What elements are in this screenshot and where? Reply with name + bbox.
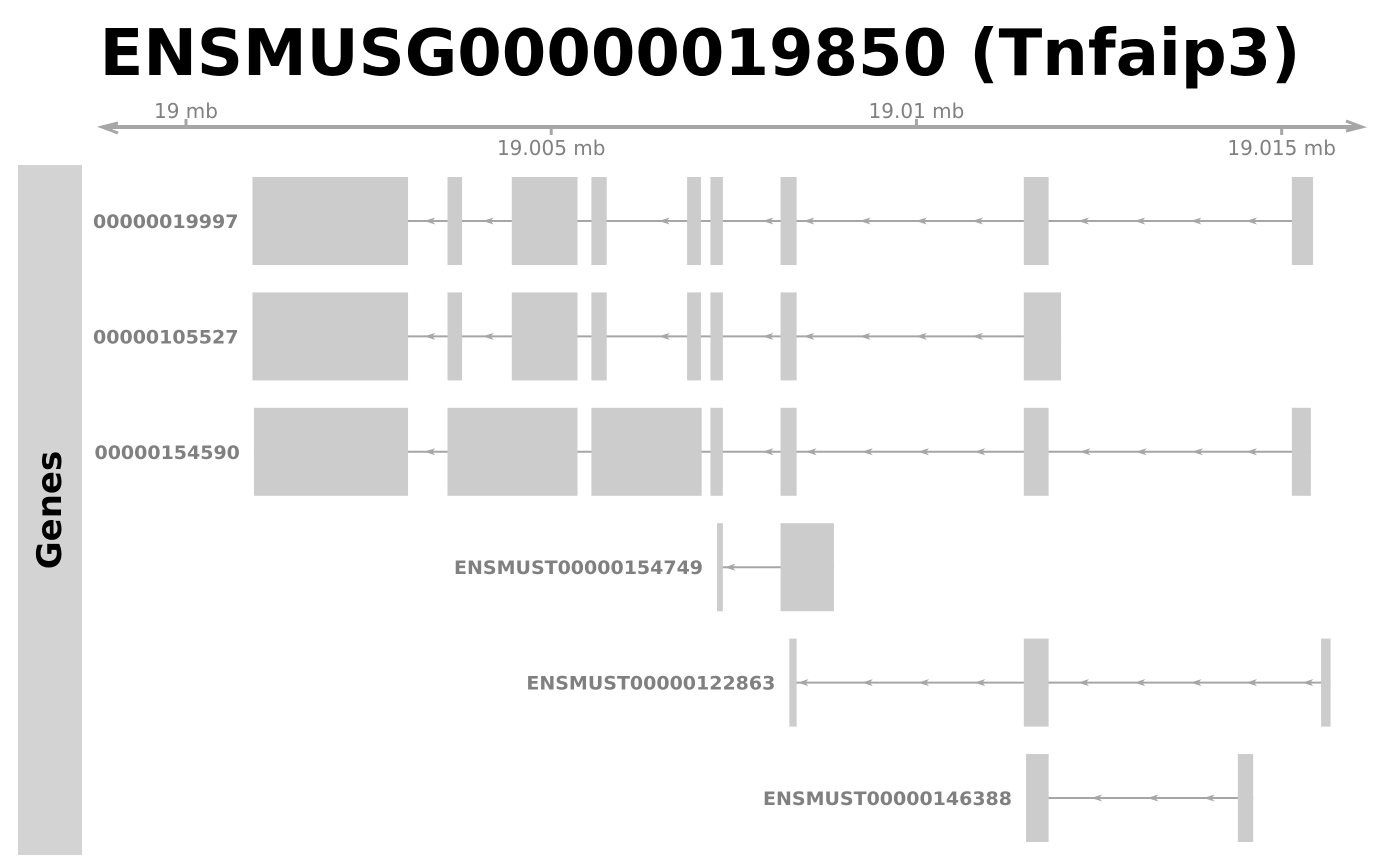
- strand-arrow-icon: [424, 332, 436, 340]
- strand-arrow-icon: [1191, 448, 1203, 456]
- strand-arrow-icon: [1135, 448, 1147, 456]
- strand-arrow-icon: [805, 448, 817, 456]
- exon: [710, 292, 723, 381]
- strand-arrow-icon: [797, 679, 809, 687]
- strand-arrow-icon: [482, 217, 494, 225]
- track-label-panel: Genes: [18, 165, 82, 855]
- strand-arrow-icon: [974, 448, 986, 456]
- exon: [591, 292, 607, 381]
- exon: [687, 177, 701, 265]
- strand-arrow-icon: [424, 448, 436, 456]
- transcript-label: ENSMUST00000122863: [526, 673, 775, 695]
- strand-arrow-icon: [861, 679, 873, 687]
- strand-arrow-icon: [1190, 217, 1202, 225]
- exon: [717, 523, 723, 612]
- transcript-track: 00000019997 00000105527 00000154590ENSMUST…: [93, 177, 1331, 842]
- genome-axis: 19 mb 19.005 mb 19.01 mb 19.015 mb: [96, 99, 1368, 160]
- transcript-label: ENSMUST00000146388: [763, 788, 1012, 810]
- strand-arrow-icon: [915, 332, 927, 340]
- axis-arrow-right-icon: [1345, 119, 1368, 133]
- transcript-row: ENSMUST00000154749: [454, 523, 834, 612]
- exon: [1237, 754, 1254, 842]
- strand-arrow-icon: [918, 679, 930, 687]
- axis-tick-label: 19.01 mb: [869, 99, 965, 123]
- strand-arrow-icon: [1091, 794, 1103, 802]
- transcript-row: ENSMUST00000122863: [526, 638, 1331, 727]
- exon: [1321, 638, 1331, 727]
- exon: [1026, 754, 1049, 842]
- exon: [447, 177, 463, 265]
- exon: [1023, 638, 1049, 727]
- exon: [511, 177, 578, 265]
- strand-arrow-icon: [1245, 217, 1257, 225]
- axis-tick-label: 19 mb: [154, 99, 218, 123]
- strand-arrow-icon: [1245, 448, 1257, 456]
- strand-arrow-icon: [974, 679, 986, 687]
- transcript-row: ENSMUST00000146388: [763, 754, 1254, 842]
- exon: [591, 177, 607, 265]
- strand-arrow-icon: [859, 332, 871, 340]
- strand-arrow-icon: [424, 217, 436, 225]
- exon: [591, 407, 702, 496]
- strand-arrow-icon: [1077, 679, 1089, 687]
- exon: [511, 292, 578, 381]
- strand-arrow-icon: [724, 563, 736, 571]
- exon: [687, 292, 701, 381]
- strand-arrow-icon: [1302, 679, 1314, 687]
- axis-tick-label: 19.015 mb: [1227, 136, 1336, 160]
- transcript-row: 00000019997: [93, 177, 1314, 265]
- exon: [780, 292, 797, 381]
- strand-arrow-icon: [915, 217, 927, 225]
- transcript-row: 00000154590: [94, 407, 1311, 496]
- strand-arrow-icon: [762, 217, 774, 225]
- strand-arrow-icon: [1079, 448, 1091, 456]
- exon: [252, 292, 409, 381]
- exon: [710, 177, 723, 265]
- transcript-row: 00000105527: [93, 292, 1062, 381]
- exon: [780, 177, 797, 265]
- exon: [780, 407, 797, 496]
- exon: [447, 292, 463, 381]
- exon: [253, 407, 409, 496]
- exon: [1023, 292, 1062, 381]
- strand-arrow-icon: [972, 332, 984, 340]
- strand-arrow-icon: [658, 332, 670, 340]
- exon: [780, 523, 834, 612]
- page-title: ENSMUSG00000019850 (Tnfaip3): [99, 17, 1301, 91]
- axis-tick-label: 19.005 mb: [497, 136, 606, 160]
- strand-arrow-icon: [972, 217, 984, 225]
- strand-arrow-icon: [803, 332, 815, 340]
- exon: [789, 638, 797, 727]
- exon: [1023, 407, 1049, 496]
- exon: [710, 407, 723, 496]
- exon: [447, 407, 578, 496]
- strand-arrow-icon: [1134, 217, 1146, 225]
- transcript-label: 00000154590: [94, 442, 239, 464]
- strand-arrow-icon: [762, 332, 774, 340]
- strand-arrow-icon: [859, 217, 871, 225]
- strand-arrow-icon: [658, 217, 670, 225]
- strand-arrow-icon: [1147, 794, 1159, 802]
- transcript-label: 00000105527: [93, 326, 238, 348]
- strand-arrow-icon: [1134, 679, 1146, 687]
- strand-arrow-icon: [861, 448, 873, 456]
- strand-arrow-icon: [1077, 217, 1089, 225]
- strand-arrow-icon: [1245, 679, 1257, 687]
- exon: [1023, 177, 1049, 265]
- transcript-label: ENSMUST00000154749: [454, 557, 703, 579]
- strand-arrow-icon: [762, 448, 774, 456]
- strand-arrow-icon: [482, 332, 494, 340]
- axis-arrow-left-icon: [96, 121, 119, 135]
- exon: [252, 177, 409, 265]
- exon: [1291, 177, 1314, 265]
- strand-arrow-icon: [1203, 794, 1215, 802]
- exon: [1291, 407, 1311, 496]
- strand-arrow-icon: [1190, 679, 1202, 687]
- transcript-label: 00000019997: [93, 211, 238, 233]
- strand-arrow-icon: [918, 448, 930, 456]
- strand-arrow-icon: [803, 217, 815, 225]
